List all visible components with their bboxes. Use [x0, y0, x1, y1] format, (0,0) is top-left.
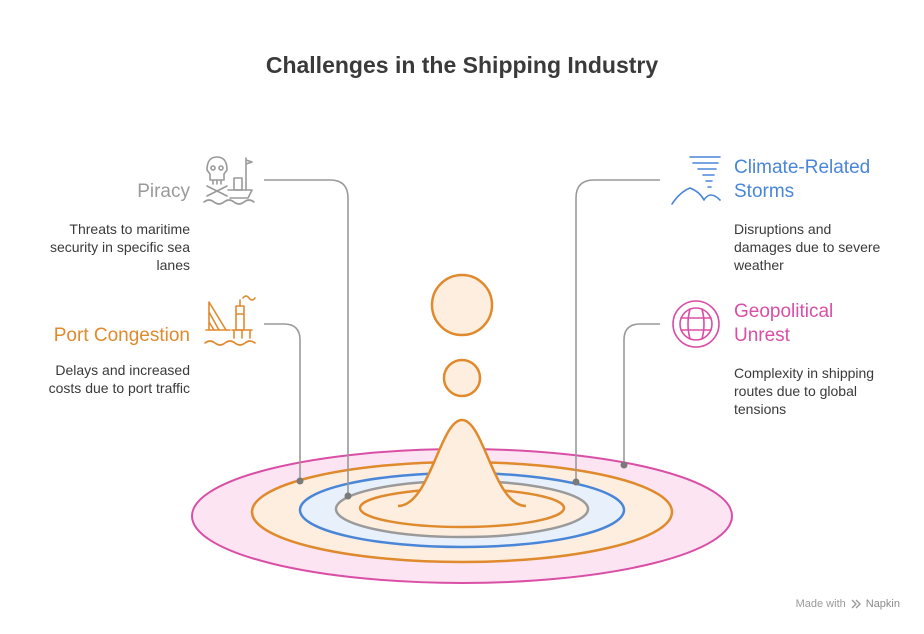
connector-storms [575, 179, 660, 482]
port-title: Port Congestion [53, 325, 190, 346]
storms-title-line: Storms [734, 181, 795, 202]
connector-geo [623, 323, 660, 465]
geo-title-line: Unrest [734, 325, 790, 346]
made-with-label: Made with [795, 598, 846, 610]
port-heading: Port Congestion [20, 324, 190, 348]
storms-desc-line: Disruptions and [734, 221, 832, 237]
storms-desc-line: damages due to severe [734, 239, 881, 255]
tornado-icon [671, 156, 721, 205]
splash-peak [397, 418, 527, 508]
piracy-desc-line: Threats to maritime [69, 221, 190, 237]
geo-description: Complexity in shipping routes due to glo… [734, 364, 914, 418]
storms-heading: Climate-Related Storms [734, 156, 914, 204]
droplet-large [430, 273, 494, 337]
made-with-napkin-badge[interactable]: Made with Napkin [796, 598, 900, 610]
port-desc-line: Delays and increased [55, 362, 190, 378]
connector-port [264, 323, 301, 481]
skull-ship-icon [203, 156, 255, 205]
piracy-desc-line: security in specific sea [49, 239, 190, 255]
geo-desc-line: routes due to global [734, 383, 857, 399]
page-title: Challenges in the Shipping Industry [265, 52, 659, 78]
piracy-desc-line: lanes [156, 257, 190, 273]
port-desc-line: costs due to port traffic [48, 380, 190, 396]
storms-title-line: Climate-Related [734, 157, 871, 178]
connector-dot-port [296, 477, 304, 485]
geo-title-line: Geopolitical [734, 301, 834, 322]
connector-piracy [264, 179, 349, 496]
globe-icon [672, 300, 720, 348]
port-crane-icon [204, 295, 256, 346]
geo-desc-line: Complexity in shipping [734, 365, 875, 381]
piracy-heading: Piracy [60, 180, 190, 204]
storms-desc-line: weather [734, 257, 784, 273]
connector-dot-geo [620, 461, 628, 469]
piracy-title: Piracy [137, 181, 190, 202]
storms-description: Disruptions and damages due to severe we… [734, 220, 914, 274]
piracy-description: Threats to maritime security in specific… [20, 220, 190, 274]
port-description: Delays and increased costs due to port t… [10, 361, 190, 397]
droplet-small [442, 358, 482, 398]
geo-desc-line: tensions [734, 401, 787, 417]
napkin-brand-label: Napkin [865, 598, 900, 610]
connector-dot-storms [572, 478, 580, 486]
geo-heading: Geopolitical Unrest [734, 300, 914, 348]
connector-dot-piracy [344, 492, 352, 500]
napkin-logo-icon [851, 599, 861, 609]
